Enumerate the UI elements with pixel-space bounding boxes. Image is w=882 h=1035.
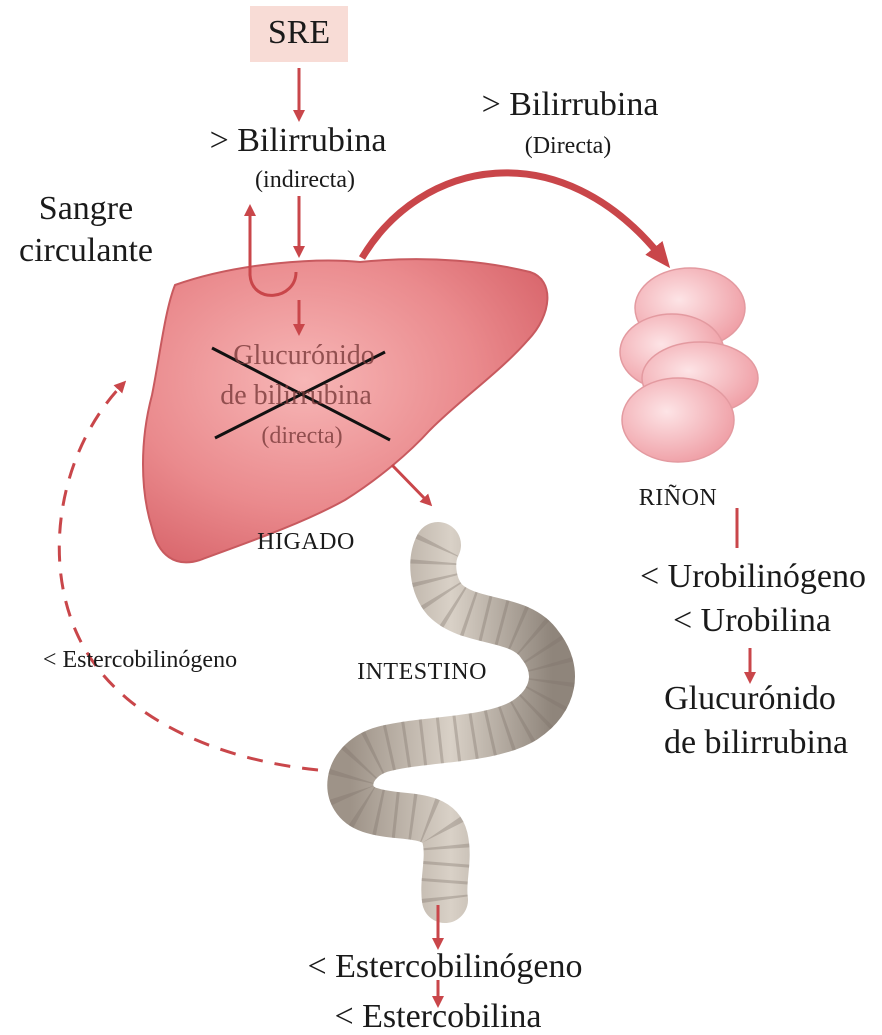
blood-label-line1: Sangre [39,192,133,226]
liver-label: HIGADO [257,530,355,554]
direct-bilirubin-label: > Bilirrubina [482,88,659,122]
blood-label-line2: circulante [19,234,153,268]
intestine-output-2: < Estercobilina [334,1000,541,1034]
indirect-bilirubin-sub: (indirecta) [255,168,355,192]
sre-label: SRE [268,16,330,50]
direct-bilirubin-sub: (Directa) [525,134,612,158]
liver-product-line3: (directa) [261,424,342,448]
kidney-label: RIÑON [639,486,718,510]
kidney-final-line1: Glucurónido [664,682,836,716]
kidney-output-2: < Urobilina [673,604,831,638]
kidney-output-1: < Urobilinógeno [640,560,866,594]
recycle-label: < Estercobilinógeno [43,648,237,672]
arrow-liver-to-kidney [362,173,662,258]
intestine-label: INTESTINO [357,660,487,684]
liver-product-line1: Glucurónido [233,342,375,370]
kidney-shape [620,268,758,462]
liver-product-line2: de bilirrubina [220,382,372,410]
intestine-output-1: < Estercobilinógeno [307,950,582,984]
arrow-liver-to-intestine [392,465,428,502]
kidney-final-line2: de bilirrubina [664,726,848,760]
indirect-bilirubin-label: > Bilirrubina [210,124,387,158]
